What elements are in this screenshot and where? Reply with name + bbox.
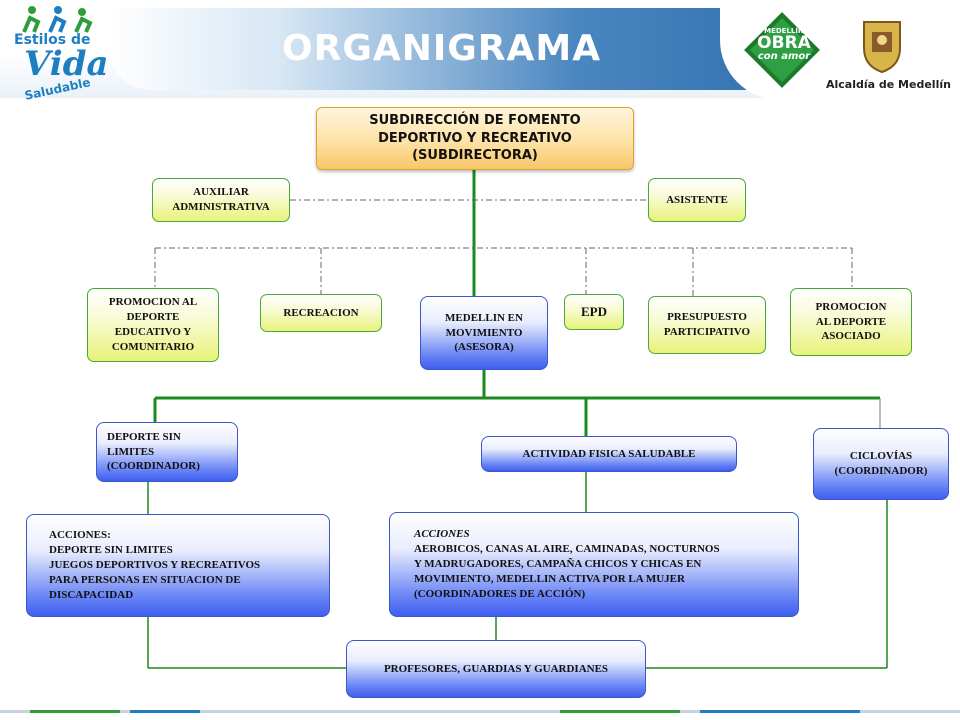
- medellin-obra-logo: [740, 8, 824, 92]
- node-ciclovias: CICLOVÍAS (COORDINADOR): [813, 428, 949, 500]
- node-promocion-educativo: PROMOCION AL DEPORTE EDUCATIVO Y COMUNIT…: [87, 288, 219, 362]
- estilos-de-vida-logo: Estilos de Vida Saludable: [10, 4, 110, 103]
- node-profesores-guardias: PROFESORES, GUARDIAS Y GUARDIANES: [346, 640, 646, 698]
- node-deporte-sin-limites: DEPORTE SIN LIMITES (COORDINADOR): [96, 422, 238, 482]
- obra-logo-text: MEDELLÍN OBRA con amor: [757, 27, 811, 62]
- node-subdireccion: SUBDIRECCIÓN DE FOMENTO DEPORTIVO Y RECR…: [316, 107, 634, 170]
- node-asistente: ASISTENTE: [648, 178, 746, 222]
- node-recreacion: RECREACION: [260, 294, 382, 332]
- coat-of-arms-icon: [863, 21, 901, 74]
- acciones-title: ACCIONES: [414, 528, 470, 541]
- node-presupuesto-participativo: PRESUPUESTO PARTICIPATIVO: [648, 296, 766, 354]
- runners-icon: [22, 6, 93, 33]
- node-acciones-deporte-sin-limites: ACCIONES: DEPORTE SIN LIMITES JUEGOS DEP…: [26, 514, 330, 617]
- alcaldia-label: Alcaldía de Medellín: [826, 78, 951, 91]
- node-actividad-fisica-saludable: ACTIVIDAD FISICA SALUDABLE: [481, 436, 737, 472]
- node-acciones-actividad-fisica: ACCIONES AEROBICOS, CANAS AL AIRE, CAMIN…: [389, 512, 799, 617]
- node-medellin-en-movimiento: MEDELLIN EN MOVIMIENTO (ASESORA): [420, 296, 548, 370]
- page-title: ORGANIGRAMA: [282, 28, 602, 69]
- acciones-body: AEROBICOS, CANAS AL AIRE, CAMINADAS, NOC…: [414, 543, 720, 600]
- node-auxiliar-administrativa: AUXILIAR ADMINISTRATIVA: [152, 178, 290, 222]
- node-epd: EPD: [564, 294, 624, 330]
- node-promocion-asociado: PROMOCION AL DEPORTE ASOCIADO: [790, 288, 912, 356]
- footer-bar: [0, 702, 960, 720]
